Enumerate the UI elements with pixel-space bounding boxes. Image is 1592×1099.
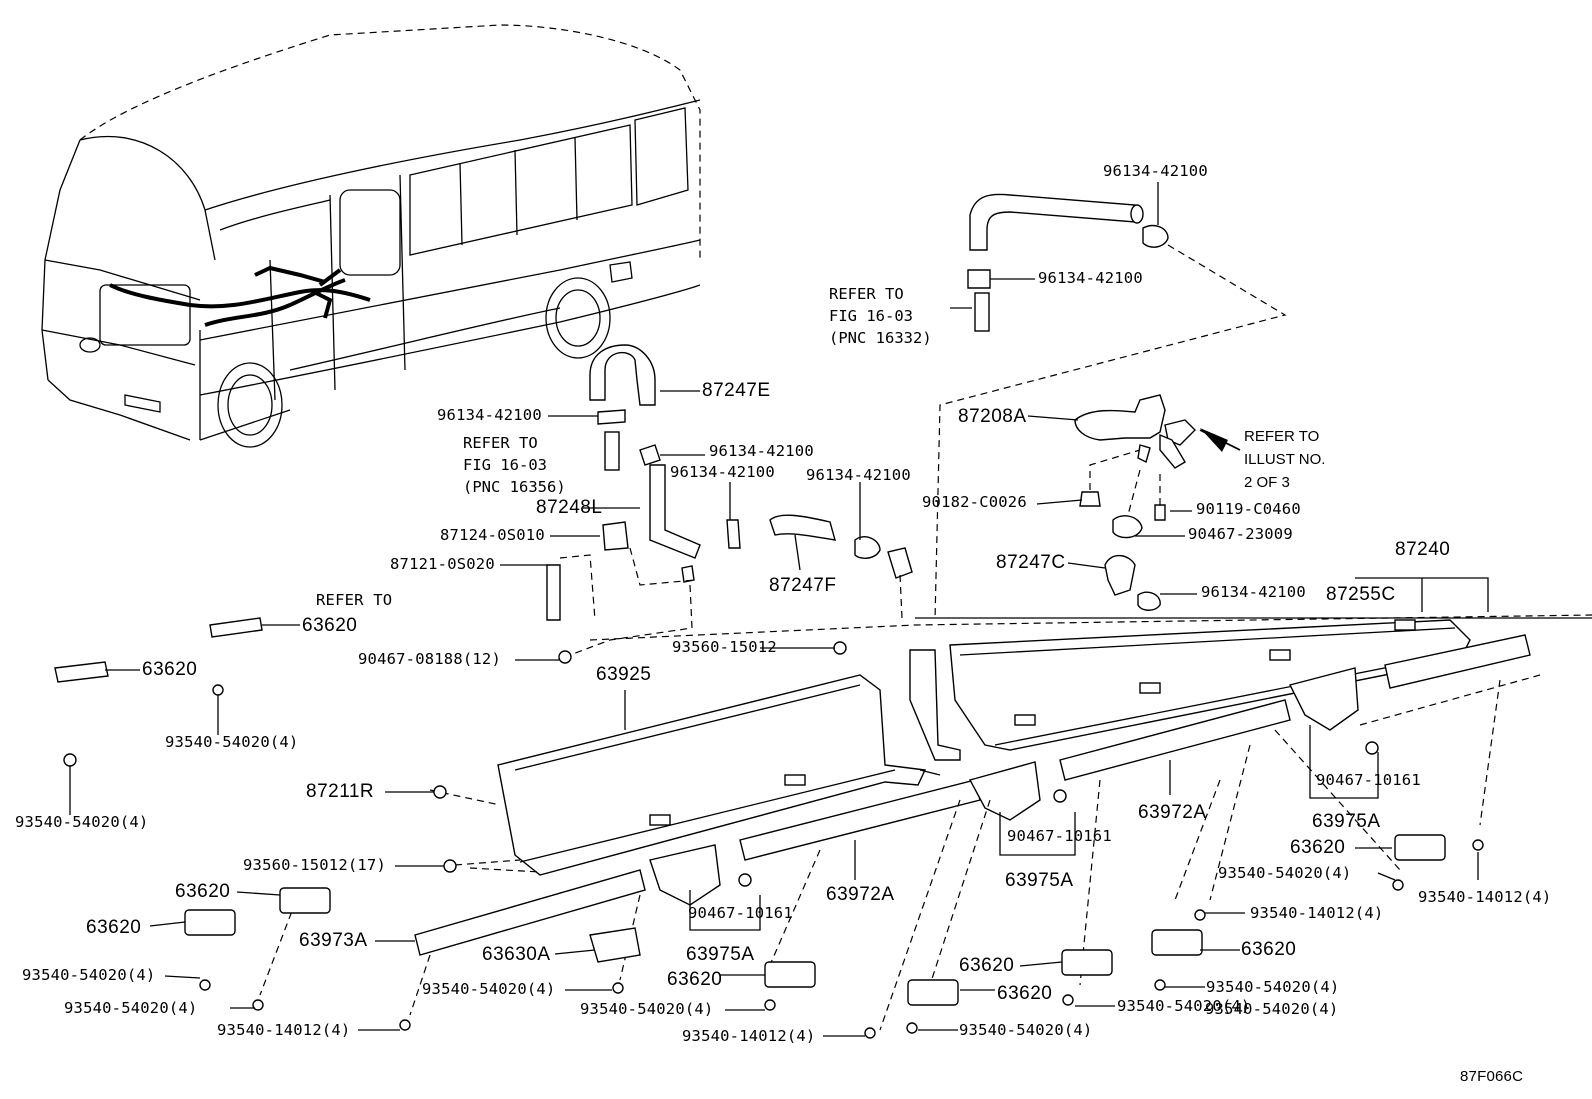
part-label-87211r[interactable]: 87211R [306,781,375,802]
part-label-63620[interactable]: 63620 [667,969,723,990]
note-refer-to: REFER TO [316,591,393,609]
part-label-96134-42100[interactable]: 96134-42100 [709,442,814,460]
part-label-63620[interactable]: 63620 [959,955,1015,976]
part-label-90467-08188[interactable]: 90467-08188(12) [358,650,501,668]
part-label-93540-54020[interactable]: 93540-54020(4) [165,733,299,751]
diagram-code: 87F066C [1460,1068,1524,1085]
part-label-93540-54020[interactable]: 93540-54020(4) [15,813,149,831]
part-label-93540-54020[interactable]: 93540-54020(4) [580,1000,714,1018]
part-label-87248l[interactable]: 87248L [536,497,603,518]
part-label-63620[interactable]: 63620 [142,659,198,680]
part-label-93540-54020[interactable]: 93540-54020(4) [1117,997,1251,1015]
part-label-90467-10161[interactable]: 90467-10161 [1007,827,1112,845]
part-label-93540-54020[interactable]: 93540-54020(4) [1206,978,1340,996]
part-label-63972a[interactable]: 63972A [1138,802,1207,823]
part-label-63925[interactable]: 63925 [596,664,652,685]
part-label-96134-42100[interactable]: 96134-42100 [1103,162,1208,180]
part-label-96134-42100[interactable]: 96134-42100 [1038,269,1143,287]
hose-87247e [546,344,913,656]
part-label-93540-54020[interactable]: 93540-54020(4) [64,999,198,1017]
part-label-87208a[interactable]: 87208A [958,406,1027,427]
part-label-63620[interactable]: 63620 [1241,939,1297,960]
part-label-93540-14012[interactable]: 93540-14012(4) [1250,904,1384,922]
part-label-93560-15012[interactable]: 93560-15012 [672,638,777,656]
bus-illustration [41,24,701,448]
part-label-87247e[interactable]: 87247E [702,380,771,401]
part-label-87247c[interactable]: 87247C [996,552,1066,573]
part-label-87247f[interactable]: 87247F [769,575,837,596]
part-label-93540-54020[interactable]: 93540-54020(4) [1218,864,1352,882]
part-label-87240[interactable]: 87240 [1395,539,1451,560]
note-refer-fig-16332: REFER TO FIG 16-03 (PNC 16332) [829,285,932,347]
part-label-63972a[interactable]: 63972A [826,884,895,905]
part-label-93540-14012[interactable]: 93540-14012(4) [1418,888,1552,906]
part-label-90119-c0460[interactable]: 90119-C0460 [1196,500,1301,518]
hose-top-right [934,193,1287,621]
part-label-63975a[interactable]: 63975A [1312,811,1381,832]
part-label-63620[interactable]: 63620 [302,615,358,636]
part-label-96134-42100[interactable]: 96134-42100 [670,463,775,481]
part-label-90467-10161[interactable]: 90467-10161 [688,904,793,922]
part-label-63620[interactable]: 63620 [1290,837,1346,858]
part-label-63973a[interactable]: 63973A [299,930,368,951]
part-label-96134-42100[interactable]: 96134-42100 [1201,583,1306,601]
part-label-93540-54020[interactable]: 93540-54020(4) [1205,1000,1339,1018]
part-label-93540-54020[interactable]: 93540-54020(4) [22,966,156,984]
part-label-63975a[interactable]: 63975A [1005,870,1074,891]
part-label-96134-42100[interactable]: 96134-42100 [806,466,911,484]
part-label-63975a[interactable]: 63975A [686,944,755,965]
part-label-63620[interactable]: 63620 [997,983,1053,1004]
note-refer-illust: REFER TO ILLUST NO. 2 OF 3 [1244,428,1326,491]
part-label-90467-10161[interactable]: 90467-10161 [1316,771,1421,789]
part-label-93540-54020[interactable]: 93540-54020(4) [422,980,556,998]
part-label-87124-0s010[interactable]: 87124-0S010 [440,526,545,544]
step-panels [259,614,1592,1031]
part-label-93540-14012[interactable]: 93540-14012(4) [682,1027,816,1045]
hose-87208a [1074,394,1241,611]
part-label-96134-42100[interactable]: 96134-42100 [437,406,542,424]
part-label-63620[interactable]: 63620 [175,881,231,902]
note-refer-fig-16356: REFER TO FIG 16-03 (PNC 16356) [463,434,566,496]
leader-lines [69,182,1489,1037]
part-label-63620[interactable]: 63620 [86,917,142,938]
part-label-90467-23009[interactable]: 90467-23009 [1188,525,1293,543]
part-label-87121-0s020[interactable]: 87121-0S020 [390,555,495,573]
part-label-87255c[interactable]: 87255C [1326,584,1396,605]
part-label-93540-54020[interactable]: 93540-54020(4) [959,1021,1093,1039]
part-label-93560-15012-17[interactable]: 93560-15012(17) [243,856,386,874]
part-label-63630a[interactable]: 63630A [482,944,551,965]
part-label-90182-c0026[interactable]: 90182-C0026 [922,493,1027,511]
part-label-93540-14012[interactable]: 93540-14012(4) [217,1021,351,1039]
fasteners [54,617,1484,1039]
